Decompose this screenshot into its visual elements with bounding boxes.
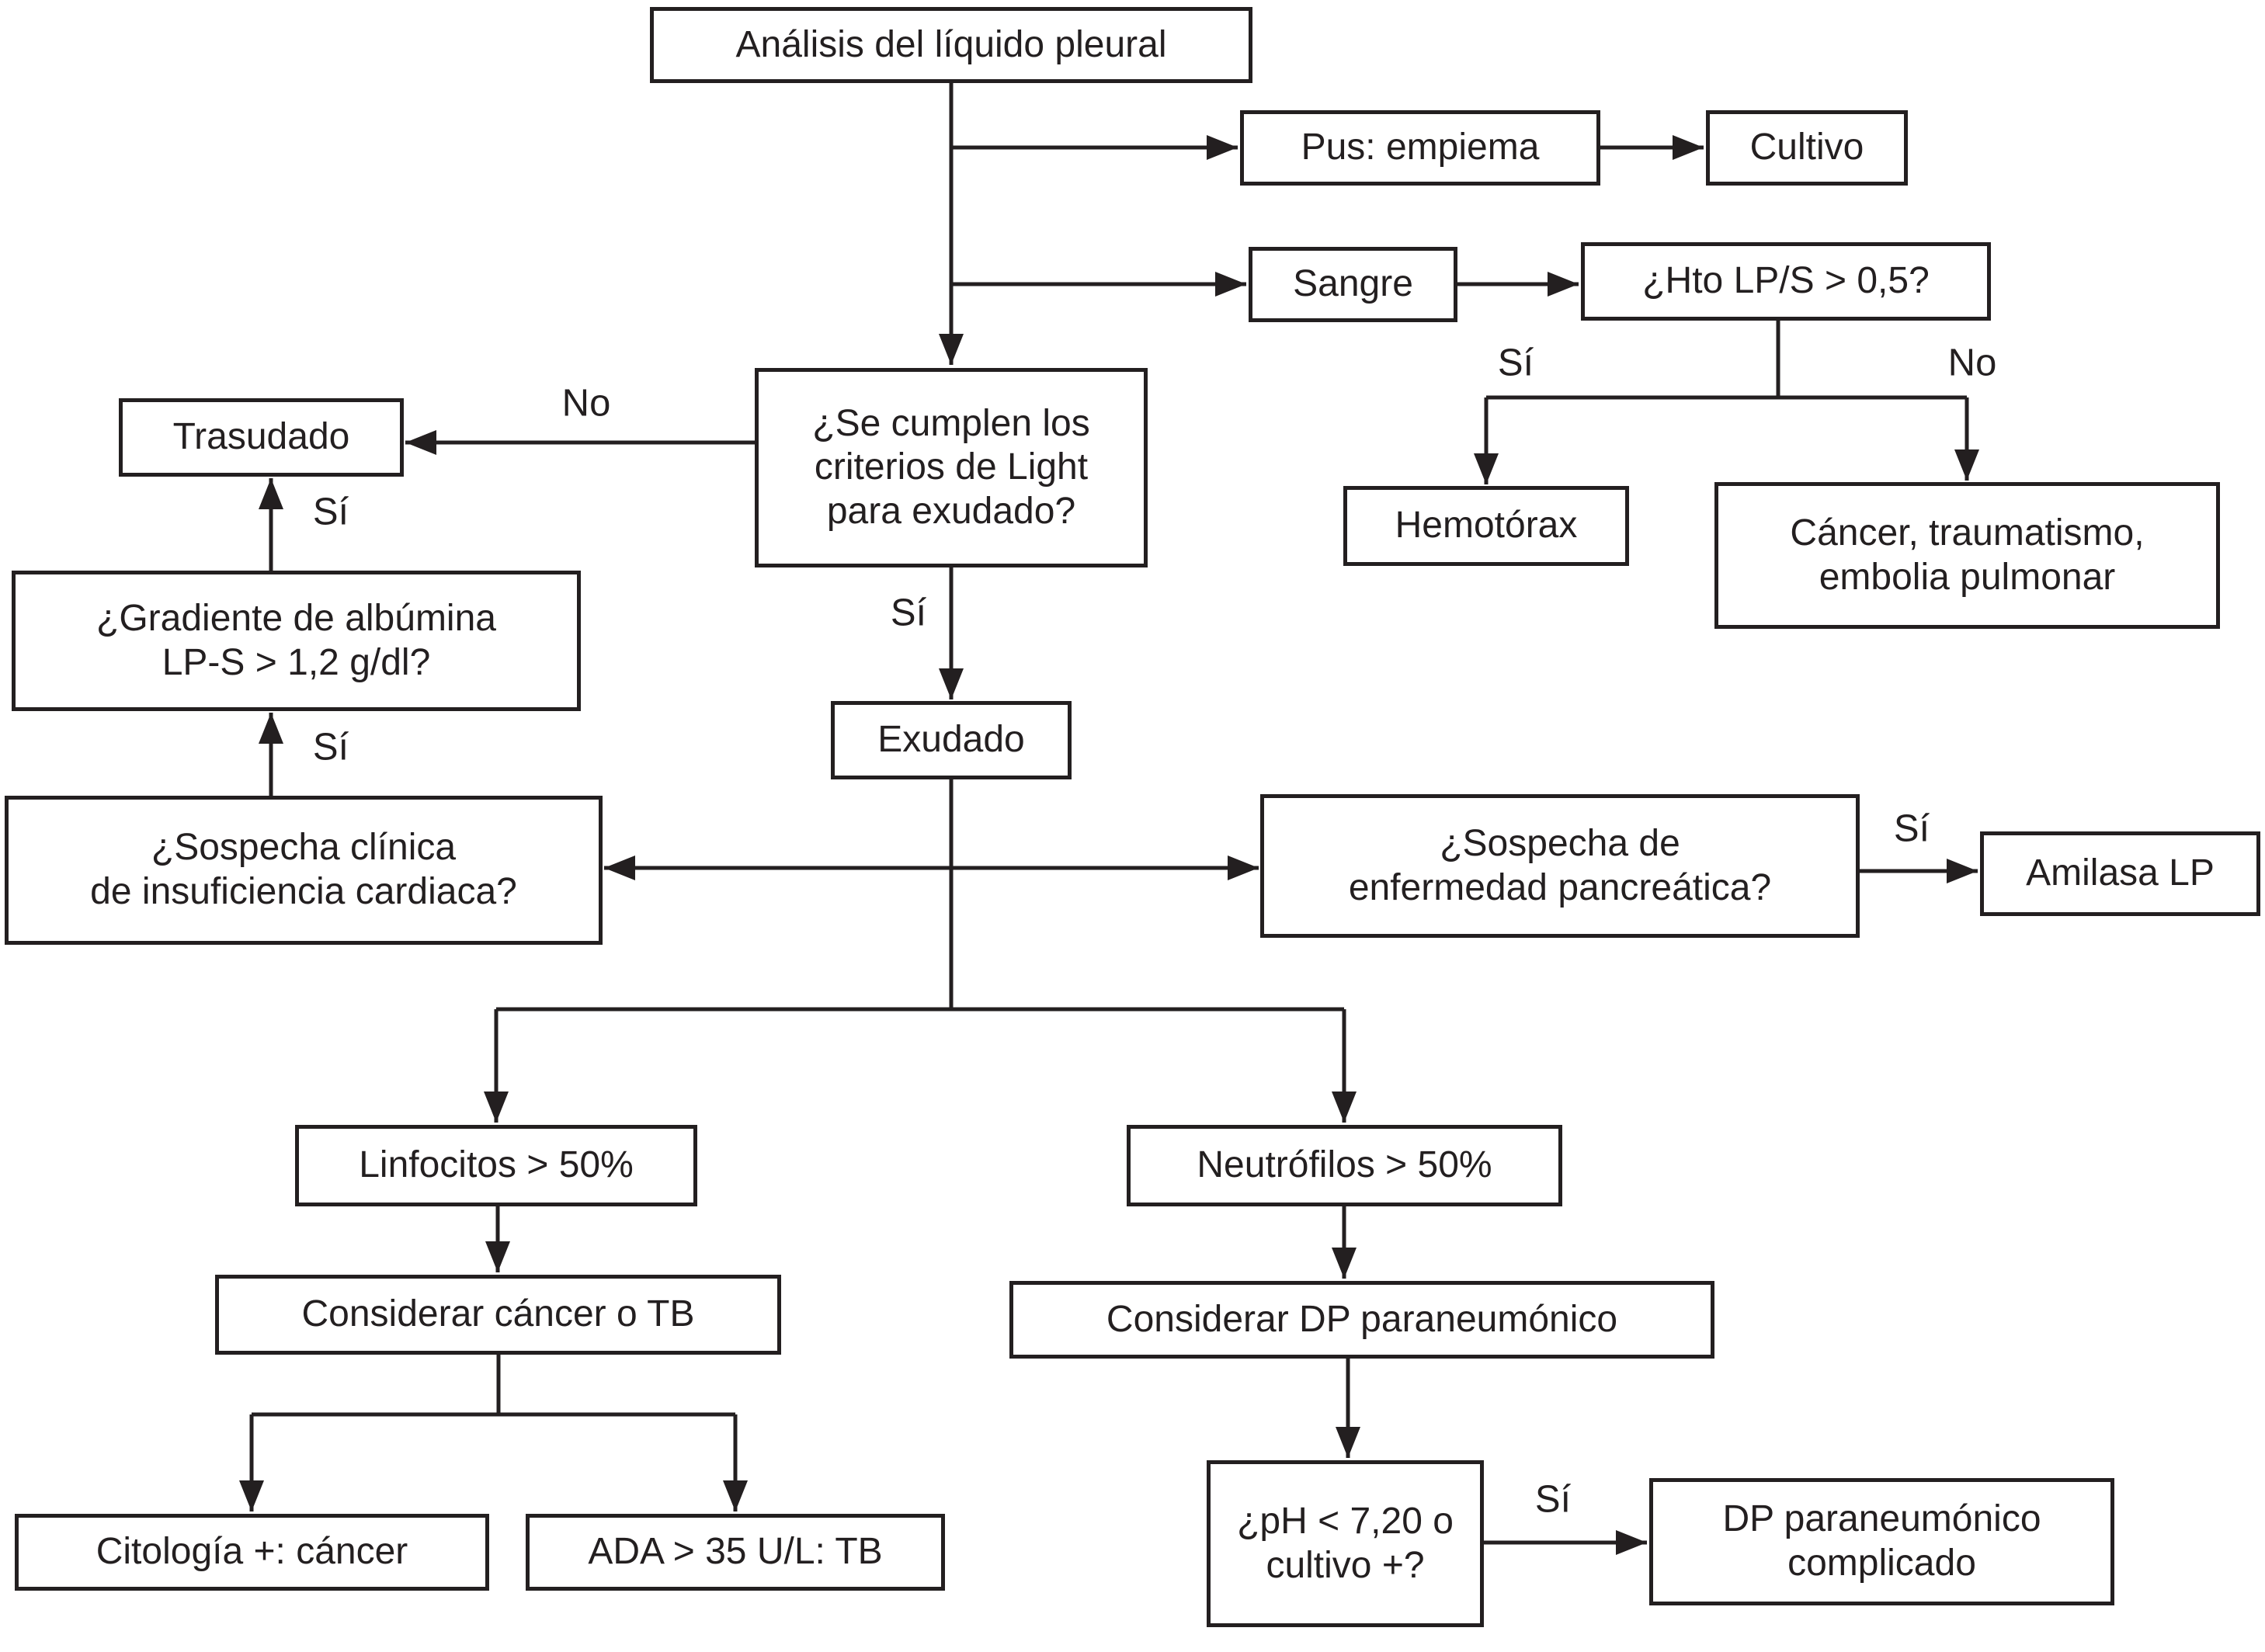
node-criterios-de-light: ¿Se cumplen los criterios de Light para …	[755, 368, 1148, 567]
edge-label-light-si: Sí	[885, 592, 932, 634]
node-considerar-dp-paraneumonico: Considerar DP paraneumónico	[1009, 1281, 1714, 1359]
node-citologia-cancer: Citología +: cáncer	[15, 1514, 489, 1591]
node-trasudado: Trasudado	[119, 398, 404, 477]
node-gradiente-albumina: ¿Gradiente de albúmina LP-S > 1,2 g/dl?	[12, 571, 581, 711]
node-neutrofilos: Neutrófilos > 50%	[1127, 1125, 1562, 1206]
node-linfocitos: Linfocitos > 50%	[295, 1125, 697, 1206]
node-ph-cultivo: ¿pH < 7,20 o cultivo +?	[1207, 1460, 1484, 1627]
edge-label-ph-si: Sí	[1530, 1479, 1576, 1521]
edge-hto-split	[1486, 321, 1967, 400]
node-sangre: Sangre	[1249, 247, 1457, 322]
edge-label-cardiaca-si: Sí	[307, 727, 354, 769]
edge-label-gradiente-si: Sí	[307, 491, 354, 533]
node-considerar-cancer-o-tb: Considerar cáncer o TB	[215, 1275, 781, 1355]
node-pus-empiema: Pus: empiema	[1240, 110, 1600, 186]
edge-label-light-no: No	[557, 383, 616, 425]
node-hemotorax: Hemotórax	[1343, 486, 1629, 566]
node-cancer-traumatismo-embolia: Cáncer, traumatismo, embolia pulmonar	[1714, 482, 2220, 629]
node-exudado: Exudado	[831, 701, 1072, 779]
node-sospecha-insuficiencia-cardiaca: ¿Sospecha clínica de insuficiencia cardi…	[5, 796, 603, 945]
node-amilasa-lp: Amilasa LP	[1980, 831, 2260, 916]
node-sospecha-enfermedad-pancreatica: ¿Sospecha de enfermedad pancreática?	[1260, 794, 1860, 938]
node-hto-lp-s: ¿Hto LP/S > 0,5?	[1581, 242, 1991, 321]
node-ada-tb: ADA > 35 U/L: TB	[526, 1514, 945, 1591]
edge-label-hto-no: No	[1943, 342, 2002, 384]
edge-considerar-cancer-split	[252, 1355, 735, 1417]
edge-label-hto-si: Sí	[1492, 342, 1539, 384]
edge-label-pancreatica-si: Sí	[1888, 808, 1935, 850]
node-analisis-liquido-pleural: Análisis del líquido pleural	[650, 7, 1252, 83]
node-cultivo: Cultivo	[1706, 110, 1908, 186]
node-dp-paraneumonico-complicado: DP paraneumónico complicado	[1649, 1478, 2114, 1605]
